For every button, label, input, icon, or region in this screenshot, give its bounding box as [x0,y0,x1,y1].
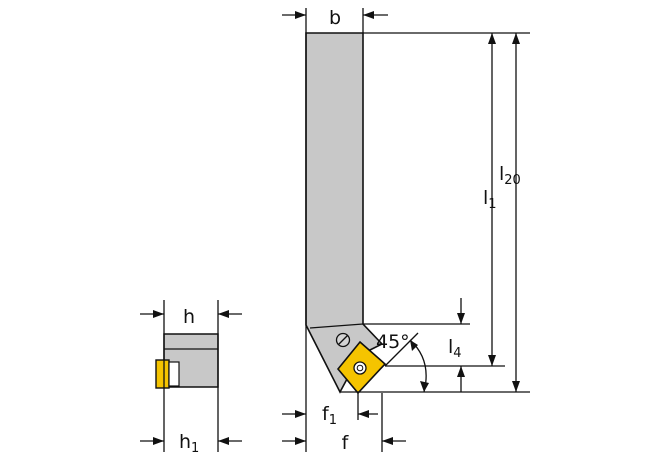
dimension-l20 [512,33,520,392]
insert-cross-section [155,359,170,389]
label-l20: l20 [499,163,521,188]
clamp-screw-icon [335,332,351,348]
extension-lines [163,8,530,452]
angle-45-indicator [384,332,429,393]
dimension-h1 [140,437,242,445]
label-h: h [183,306,195,328]
label-h1: h1 [179,431,199,456]
shank-body [305,32,384,394]
label-l1: l1 [483,187,497,212]
dimension-b [282,11,388,19]
label-angle: 45° [376,331,410,353]
label-l4: l4 [448,336,462,361]
label-f1: f1 [322,403,337,428]
insert-seat-line [309,323,364,329]
dimension-l4 [457,298,465,392]
label-f: f [342,432,350,454]
dimension-l1 [488,33,496,366]
dimension-f1 [282,410,378,418]
label-b: b [329,7,341,29]
dimension-f [282,437,406,445]
cutting-insert [336,340,387,395]
dimension-h [140,310,242,318]
